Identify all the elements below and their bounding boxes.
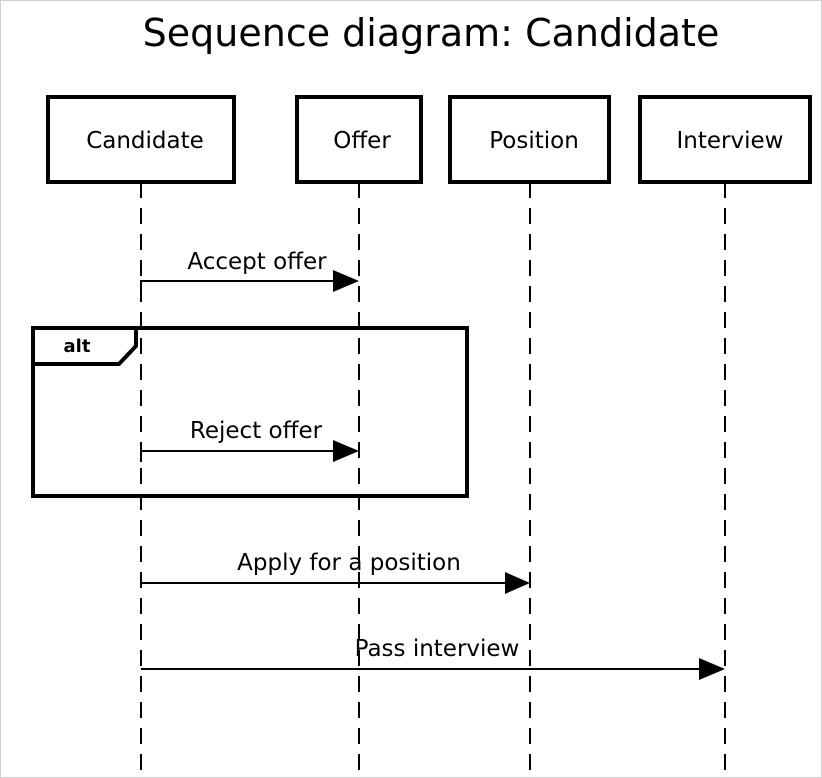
- participant-offer: Offer: [295, 95, 423, 184]
- participant-interview: Interview: [638, 95, 812, 184]
- message-line-accept-offer: [140, 280, 334, 292]
- message-label-accept-offer: Accept offer: [187, 249, 327, 275]
- message-label-pass-interview: Pass interview: [355, 636, 520, 662]
- alt-fragment-frame: [31, 326, 469, 498]
- message-line-reject-offer: [140, 450, 334, 462]
- participant-position: Position: [448, 95, 611, 184]
- participant-label-interview: Interview: [677, 128, 784, 154]
- arrowhead-pass-interview: [699, 658, 725, 680]
- alt-fragment: alt: [31, 326, 469, 498]
- message-accept-offer: Accept offer: [140, 249, 359, 292]
- alt-fragment-operator: alt: [64, 336, 91, 357]
- participant-label-candidate: Candidate: [86, 128, 204, 154]
- arrowhead-accept-offer: [333, 270, 359, 292]
- alt-fragment-tab: [31, 326, 138, 366]
- message-reject-offer: Reject offer: [140, 418, 359, 462]
- arrowhead-reject-offer: [333, 440, 359, 462]
- arrowhead-apply-for-position: [505, 572, 530, 594]
- message-label-apply-for-position: Apply for a position: [237, 550, 461, 576]
- participant-label-offer: Offer: [333, 128, 391, 154]
- message-label-reject-offer: Reject offer: [190, 418, 323, 444]
- participant-candidate: Candidate: [46, 95, 236, 184]
- diagram-title: Sequence diagram: Candidate: [143, 11, 720, 55]
- participant-label-position: Position: [489, 128, 579, 154]
- message-apply-for-position: Apply for a position: [141, 550, 530, 594]
- message-pass-interview: Pass interview: [141, 636, 725, 680]
